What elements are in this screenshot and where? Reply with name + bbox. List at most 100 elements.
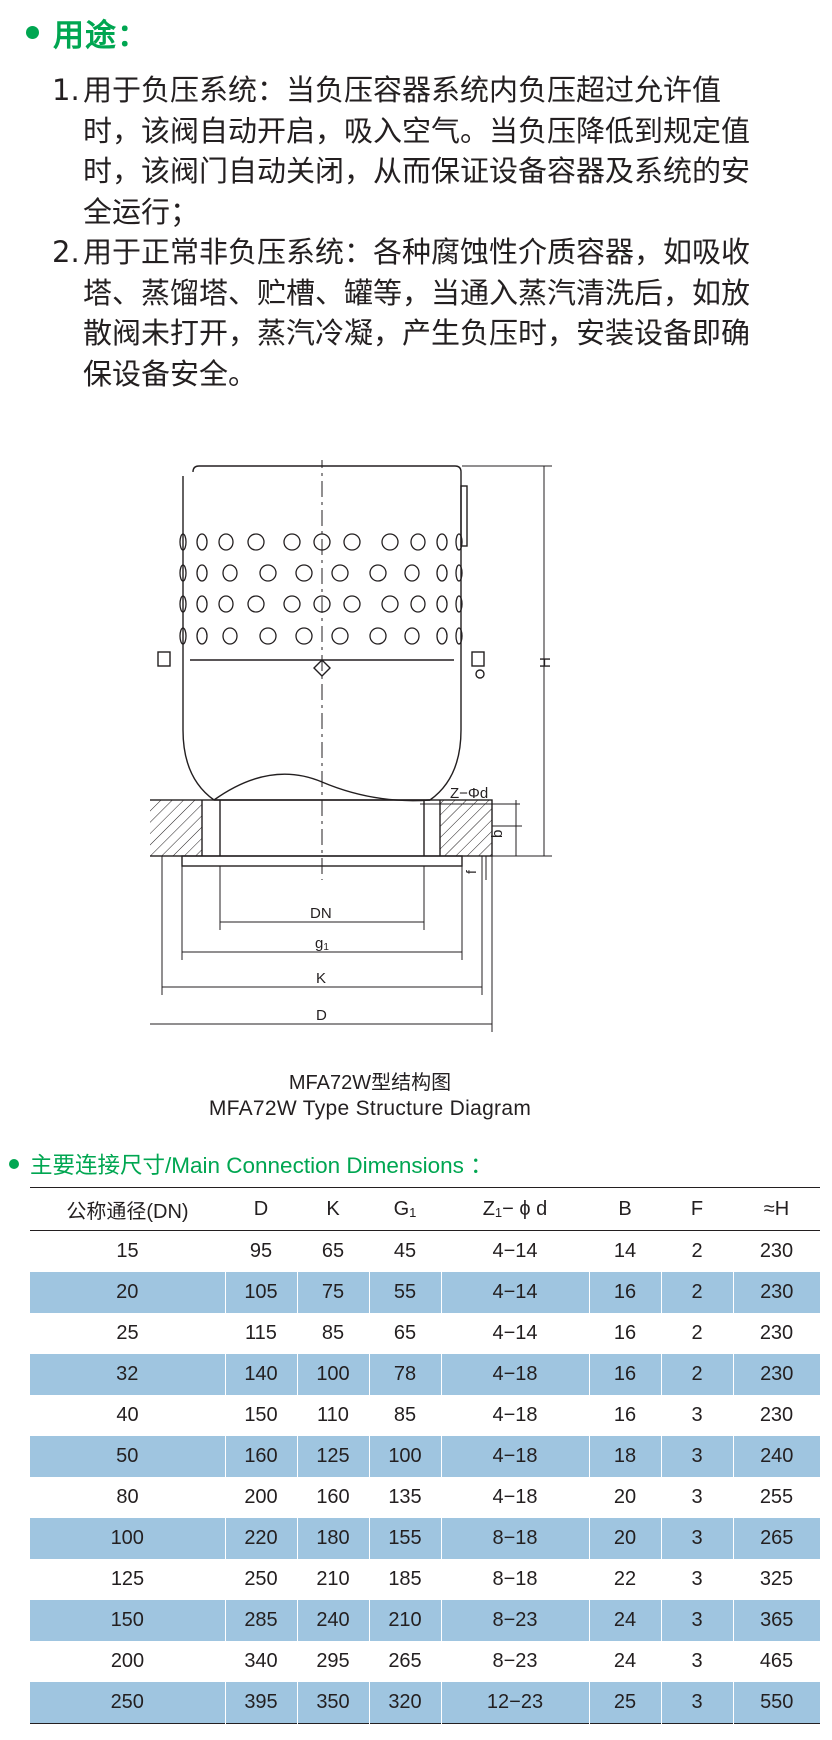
- dimension-lines: [150, 460, 552, 1032]
- header-dn: 公称通径(DN): [66, 1200, 189, 1223]
- use-item-number: 2.: [52, 235, 80, 269]
- cell-b: 18: [588, 1436, 661, 1477]
- dimensions-title: 主要连接尺寸/Main Connection Dimensions ：: [30, 1153, 493, 1178]
- header-d: D: [253, 1197, 269, 1220]
- dim-label-b: b: [489, 830, 506, 838]
- cell-h: 365: [732, 1600, 820, 1641]
- valve-body: [150, 465, 493, 867]
- cell-h: 230: [733, 1313, 820, 1354]
- dim-label-g1: g1: [315, 935, 329, 953]
- cell-g1: 135: [369, 1477, 441, 1518]
- cell-z1-phi-d: 4−18: [440, 1436, 589, 1477]
- cell-h: 325: [733, 1559, 820, 1600]
- cell-g1: 85: [369, 1395, 441, 1436]
- header-g1: G1: [393, 1197, 417, 1220]
- cell-z1-phi-d: 4−18: [440, 1354, 589, 1395]
- cell-g1: 265: [369, 1641, 441, 1682]
- cell-k: 75: [296, 1272, 369, 1313]
- cell-h: 230: [732, 1354, 820, 1395]
- cell-f: 3: [660, 1682, 733, 1724]
- cell-d: 105: [224, 1272, 297, 1313]
- cell-d: 95: [225, 1230, 297, 1272]
- cell-dn: 25: [30, 1313, 225, 1354]
- header-f: F: [690, 1197, 704, 1220]
- cell-d: 285: [224, 1600, 297, 1641]
- use-item-text: 用于正常非负压系统：各种腐蚀性介质容器，如吸收塔、蒸馏塔、贮槽、罐等，当通入蒸汽…: [83, 235, 751, 391]
- green-bullet-icon: [9, 1159, 19, 1169]
- cell-g1: 155: [368, 1518, 441, 1559]
- cell-dn: 50: [30, 1436, 225, 1477]
- cell-f: 3: [660, 1600, 733, 1641]
- dim-label-dn: DN: [310, 905, 332, 922]
- cell-z1-phi-d: 8−23: [441, 1641, 589, 1682]
- cell-dn: 32: [30, 1354, 225, 1395]
- cell-dn: 100: [30, 1518, 225, 1559]
- dim-label-k: K: [316, 970, 326, 987]
- dimensions-heading: 主要连接尺寸/Main Connection Dimensions ：: [9, 1148, 493, 1180]
- cell-z1-phi-d: 4−18: [441, 1395, 589, 1436]
- cell-d: 115: [225, 1313, 297, 1354]
- diagram-caption-cn: MFA72W型结构图: [288, 1072, 452, 1094]
- cell-g1: 185: [369, 1559, 441, 1600]
- cell-h: 255: [733, 1477, 820, 1518]
- cell-d: 220: [224, 1518, 297, 1559]
- cell-k: 85: [297, 1313, 369, 1354]
- cell-z1-phi-d: 12−23: [440, 1682, 589, 1724]
- cell-g1: 55: [368, 1272, 441, 1313]
- cell-d: 340: [225, 1641, 297, 1682]
- cell-b: 24: [588, 1600, 661, 1641]
- cell-h: 230: [732, 1272, 820, 1313]
- cell-f: 3: [661, 1641, 733, 1682]
- cell-k: 210: [297, 1559, 369, 1600]
- cell-k: 295: [297, 1641, 369, 1682]
- cell-z1-phi-d: 4−14: [441, 1313, 589, 1354]
- cell-h: 550: [732, 1682, 820, 1724]
- cell-dn: 200: [30, 1641, 225, 1682]
- table-header-row: 公称通径(DN) D K G1 Z1− ϕ d B F ≈H: [30, 1187, 820, 1231]
- cell-b: 16: [588, 1272, 661, 1313]
- cell-dn: 40: [30, 1395, 225, 1436]
- cell-b: 20: [588, 1518, 661, 1559]
- cell-f: 2: [660, 1354, 733, 1395]
- cell-f: 2: [661, 1313, 733, 1354]
- cell-f: 3: [661, 1477, 733, 1518]
- cell-b: 16: [589, 1395, 661, 1436]
- cell-k: 65: [297, 1230, 369, 1272]
- cell-b: 16: [588, 1354, 661, 1395]
- cell-dn: 80: [30, 1477, 225, 1518]
- uses-title: 用途：: [53, 18, 149, 54]
- cell-f: 3: [661, 1395, 733, 1436]
- cell-z1-phi-d: 4−18: [441, 1477, 589, 1518]
- cell-k: 125: [296, 1436, 369, 1477]
- cell-h: 230: [733, 1395, 820, 1436]
- cell-dn: 15: [30, 1230, 225, 1272]
- cell-z1-phi-d: 4−14: [441, 1230, 589, 1272]
- cell-k: 350: [296, 1682, 369, 1724]
- cell-z1-phi-d: 8−18: [440, 1518, 589, 1559]
- cell-d: 200: [225, 1477, 297, 1518]
- uses-list: 1. 用于负压系统：当负压容器系统内负压超过允许值时，该阀自动开启，吸入空气。当…: [52, 70, 772, 394]
- use-item-1: 1. 用于负压系统：当负压容器系统内负压超过允许值时，该阀自动开启，吸入空气。当…: [52, 70, 772, 232]
- cell-b: 20: [589, 1477, 661, 1518]
- cell-h: 265: [732, 1518, 820, 1559]
- cell-dn: 150: [30, 1600, 225, 1641]
- cell-g1: 210: [368, 1600, 441, 1641]
- cell-k: 180: [296, 1518, 369, 1559]
- cell-d: 140: [224, 1354, 297, 1395]
- structure-diagram: H Z−Φd b f DN g1 K D: [150, 460, 554, 1032]
- cell-b: 25: [588, 1682, 661, 1724]
- cell-f: 2: [661, 1230, 733, 1272]
- cell-g1: 78: [368, 1354, 441, 1395]
- cell-h: 230: [733, 1230, 820, 1272]
